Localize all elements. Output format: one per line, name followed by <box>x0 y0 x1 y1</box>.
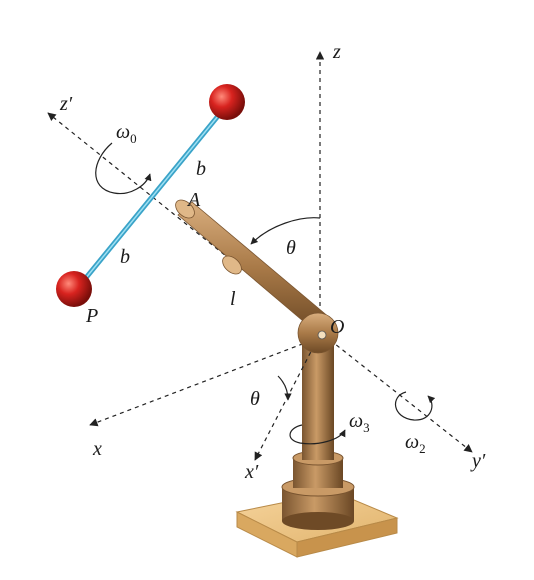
x-axis <box>89 337 319 427</box>
theta-upper-arc <box>250 217 321 245</box>
omega0-rotation-arrow <box>95 142 152 195</box>
label-b-upper: b <box>196 158 206 180</box>
label-O: O <box>330 316 344 338</box>
y-prime-axis <box>329 339 473 453</box>
dumbbell-rod <box>73 102 230 293</box>
x-prime-axis <box>254 337 319 461</box>
label-theta-lower: θ <box>250 388 260 410</box>
label-z: z <box>332 41 341 63</box>
label-P: P <box>85 305 98 327</box>
label-z-prime: z′ <box>59 93 73 115</box>
label-omega3: ω3 <box>349 410 370 435</box>
label-omega2: ω2 <box>405 431 426 456</box>
label-y-prime: y′ <box>470 450 486 472</box>
ball-top <box>209 84 245 120</box>
labels: z z′ ω0 b A θ b l P O θ ω3 ω2 x x′ y′ <box>59 41 486 483</box>
omega3-rotation-arrow <box>289 424 346 445</box>
arm <box>175 199 339 354</box>
theta-lower-arc <box>277 375 292 401</box>
ball-p <box>56 271 92 307</box>
label-x-prime: x′ <box>244 461 259 483</box>
pedestal <box>281 340 355 530</box>
label-b-lower: b <box>120 246 130 268</box>
label-A: A <box>186 189 201 211</box>
axes <box>47 51 473 461</box>
label-x: x <box>92 438 102 460</box>
rotation-arrows <box>95 142 436 445</box>
label-l: l <box>230 288 236 310</box>
omega2-rotation-arrow <box>395 391 436 421</box>
label-theta-upper: θ <box>286 237 296 259</box>
label-omega0: ω0 <box>116 121 137 146</box>
